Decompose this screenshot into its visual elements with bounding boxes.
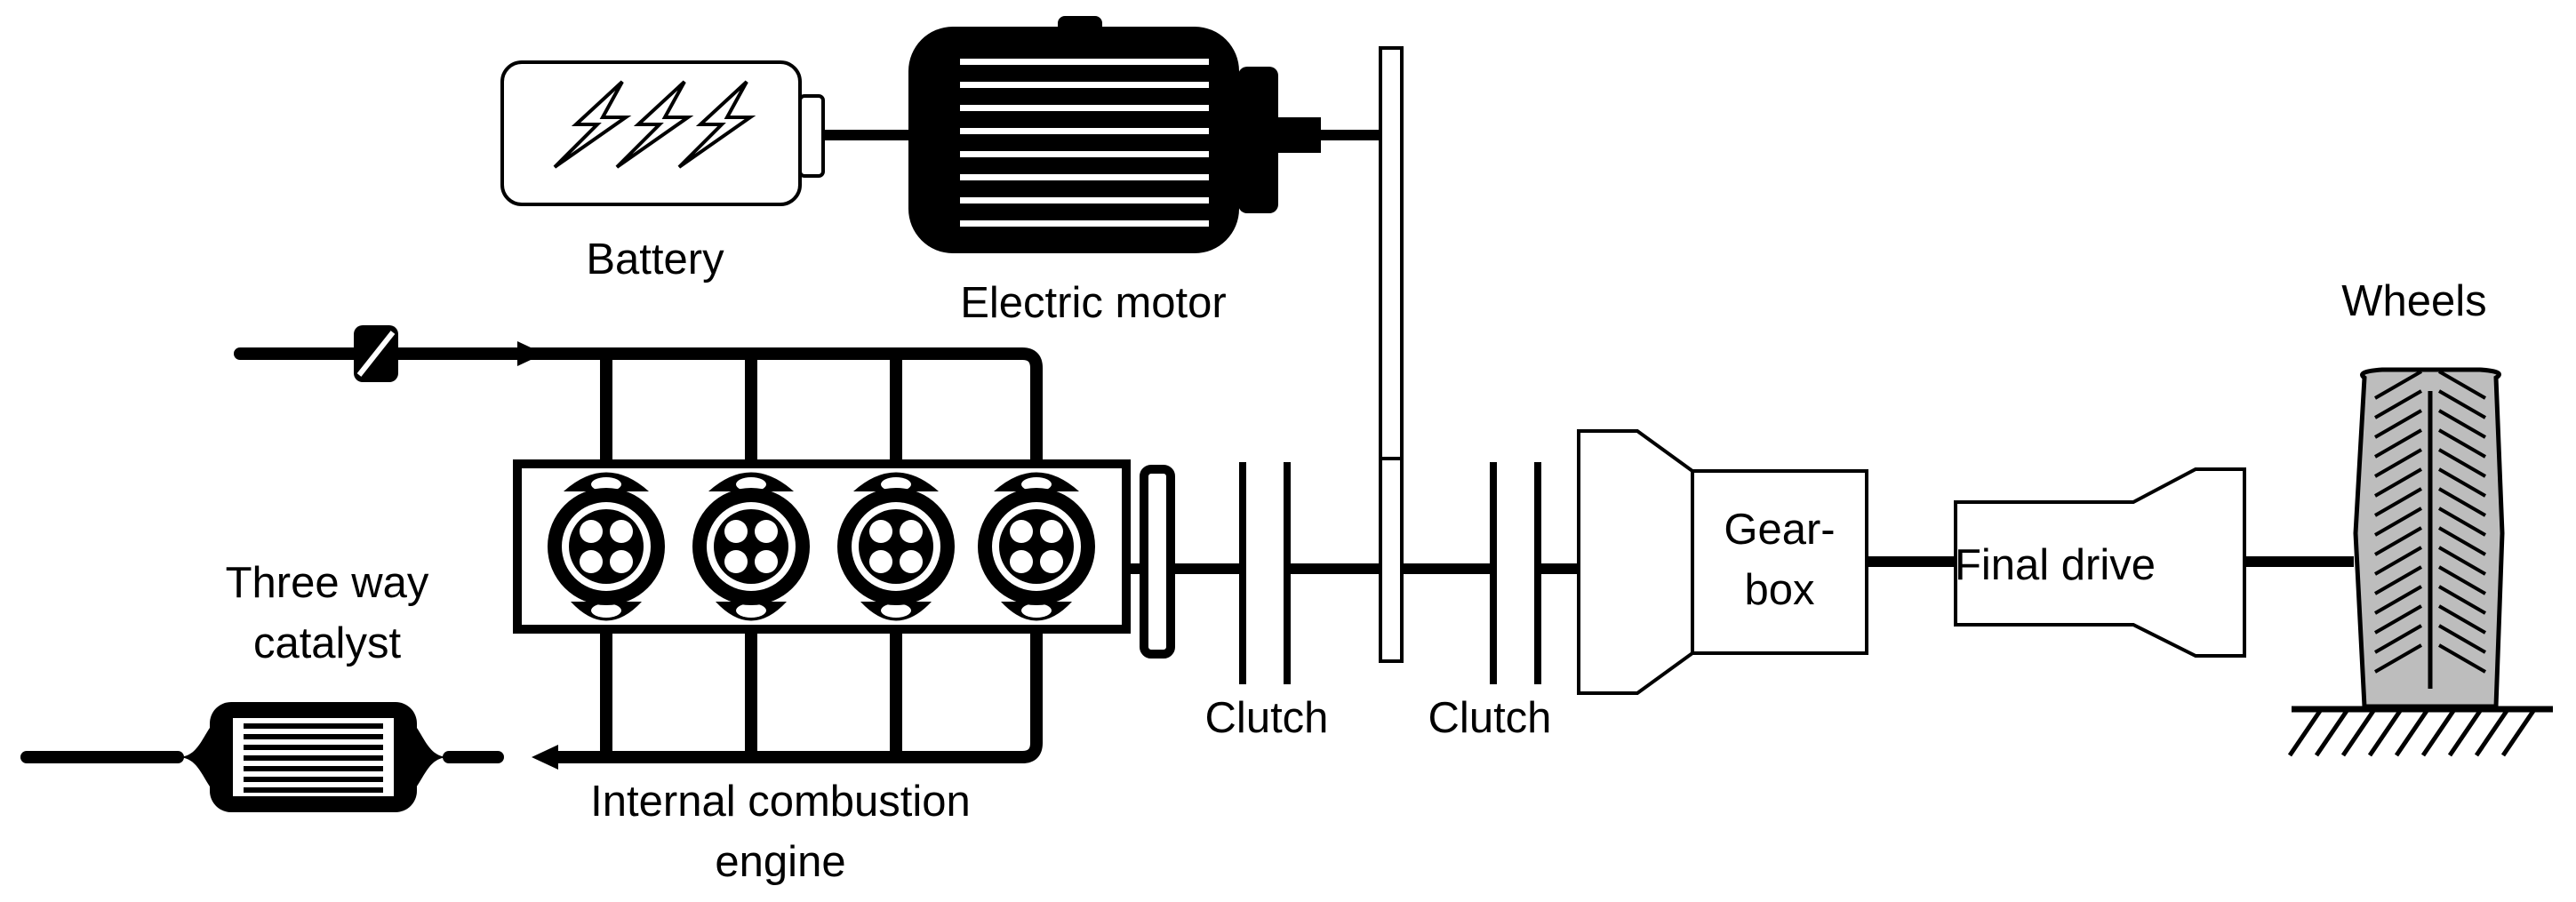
three-way-catalyst-label-line1: Three way <box>226 559 429 607</box>
gearbox-label-line1: Gear- <box>1724 506 1835 554</box>
lightning-icon <box>553 80 756 169</box>
exhaust-arrow-icon <box>532 745 558 770</box>
final-drive <box>1954 467 2246 658</box>
cylinder-4 <box>978 472 1095 621</box>
clutch-1 <box>1239 462 1291 684</box>
throttle-valve-icon <box>354 325 398 382</box>
wheel <box>2353 367 2505 709</box>
gearbox <box>1577 429 1868 695</box>
electric-motor-label: Electric motor <box>960 279 1227 327</box>
tire-tread-icon <box>2374 370 2486 674</box>
engine-label-line1: Internal combustion <box>590 778 971 826</box>
clutch-2-label: Clutch <box>1428 694 1552 742</box>
cylinder-2 <box>692 472 810 621</box>
final-drive-label: Final drive <box>1955 541 2156 589</box>
wheels-label: Wheels <box>2341 277 2486 325</box>
battery-terminal <box>798 94 825 178</box>
clutch-1-label: Clutch <box>1205 694 1329 742</box>
flywheel <box>1140 465 1175 659</box>
clutch-2 <box>1490 462 1541 684</box>
catalyst-honeycomb-icon <box>244 723 383 793</box>
motor-cooling-fins-icon <box>960 59 1209 227</box>
cylinder-1 <box>548 472 665 621</box>
three-way-catalyst <box>178 702 449 812</box>
battery-label: Battery <box>586 235 724 283</box>
ground-hatch-icon <box>2287 706 2553 757</box>
three-way-catalyst-label-line2: catalyst <box>253 619 402 667</box>
battery <box>500 60 825 206</box>
cylinder-3 <box>837 472 955 621</box>
exhaust-manifold <box>20 625 1043 763</box>
intake-arrow-icon <box>517 341 544 366</box>
electric-motor <box>908 16 1321 253</box>
intake-manifold <box>234 347 1043 468</box>
gearbox-label-line2: box <box>1744 566 1814 614</box>
internal-combustion-engine <box>513 459 1175 659</box>
engine-cylinders <box>548 472 1095 621</box>
engine-label-line2: engine <box>715 838 845 886</box>
coupling-plate <box>1379 46 1404 663</box>
